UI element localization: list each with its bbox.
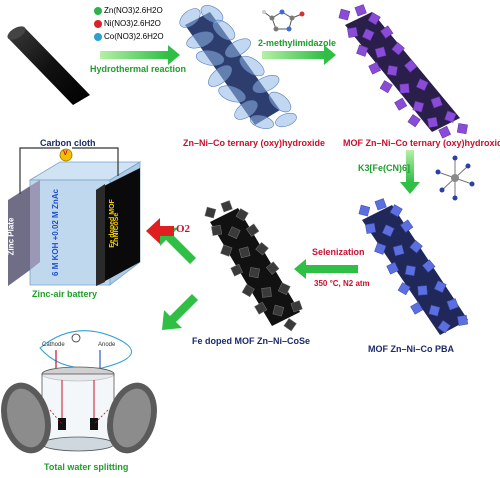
oxygen-label: O2 xyxy=(176,223,191,235)
fe-doped-nanostructure xyxy=(204,200,303,332)
precursor-zn: Zn(NO3)2.6H2O xyxy=(94,6,163,15)
arrow-selenization xyxy=(294,259,358,279)
cathode-label: Cathode xyxy=(42,342,65,348)
zn-dot-icon xyxy=(94,6,102,15)
co-dot-icon xyxy=(94,32,102,41)
mof-pba-nanostructure xyxy=(358,198,469,335)
hydrothermal-label: Hydrothermal reaction xyxy=(90,64,187,74)
fe-doped-label: Fe doped MOF Zn–Ni–CoSe xyxy=(192,336,311,346)
zinc-plate-label: Zinc Plate xyxy=(6,217,16,256)
mof-pba-label: MOF Zn–Ni–Co PBA xyxy=(368,344,455,354)
imidazole-molecule-icon xyxy=(262,9,305,32)
arrow-imidazole xyxy=(262,45,336,65)
precursor-co-label: Co(NO3)2.6H2O xyxy=(104,32,164,41)
precursor-co: Co(NO3)2.6H2O xyxy=(94,32,164,41)
ni-dot-icon xyxy=(94,19,102,28)
water-splitting-setup xyxy=(1,330,157,454)
electrolyte-label: 6 M KOH +0.02 M ZnAc xyxy=(50,189,60,276)
oxygen-arrow xyxy=(146,218,174,244)
battery-caption: Zinc-air battery xyxy=(32,289,98,299)
arrow-ferricyanide xyxy=(400,150,420,194)
hydroxide-label: Zn–Ni–Co ternary (oxy)hydroxide xyxy=(183,138,326,148)
carbon-cloth-label: Carbon cloth xyxy=(40,138,96,148)
hydroxide-nanostructure xyxy=(179,5,297,129)
voltmeter-label: V xyxy=(63,150,68,157)
ferricyanide-complex-icon xyxy=(435,155,475,201)
arrow-hydrothermal xyxy=(100,45,180,65)
voltmeter-icon xyxy=(59,148,73,162)
zinc-air-battery xyxy=(8,147,142,286)
ferricyanide-label: K3[Fe(CN)6] xyxy=(358,163,411,173)
anode-label: Anode xyxy=(98,342,116,348)
selenization-conditions-label: 350 °C, N2 atm xyxy=(314,279,370,288)
precursor-zn-label: Zn(NO3)2.6H2O xyxy=(104,6,163,15)
precursor-ni-label: Ni(NO3)2.6H2O xyxy=(104,19,161,28)
imidazole-label: 2-methylimidazole xyxy=(258,38,337,48)
cathode-label-2: ZnNiCoSe xyxy=(113,212,121,247)
water-splitting-caption: Total water splitting xyxy=(44,462,129,472)
mof-hydroxide-nanostructure xyxy=(338,4,468,139)
arrow-to-water-splitting xyxy=(162,294,198,330)
mof-hydroxide-label: MOF Zn–Ni–Co ternary (oxy)hydroxide xyxy=(343,138,500,148)
carbon-cloth-rod xyxy=(7,26,90,105)
selenization-label: Selenization xyxy=(312,247,365,257)
precursor-ni: Ni(NO3)2.6H2O xyxy=(94,19,161,28)
